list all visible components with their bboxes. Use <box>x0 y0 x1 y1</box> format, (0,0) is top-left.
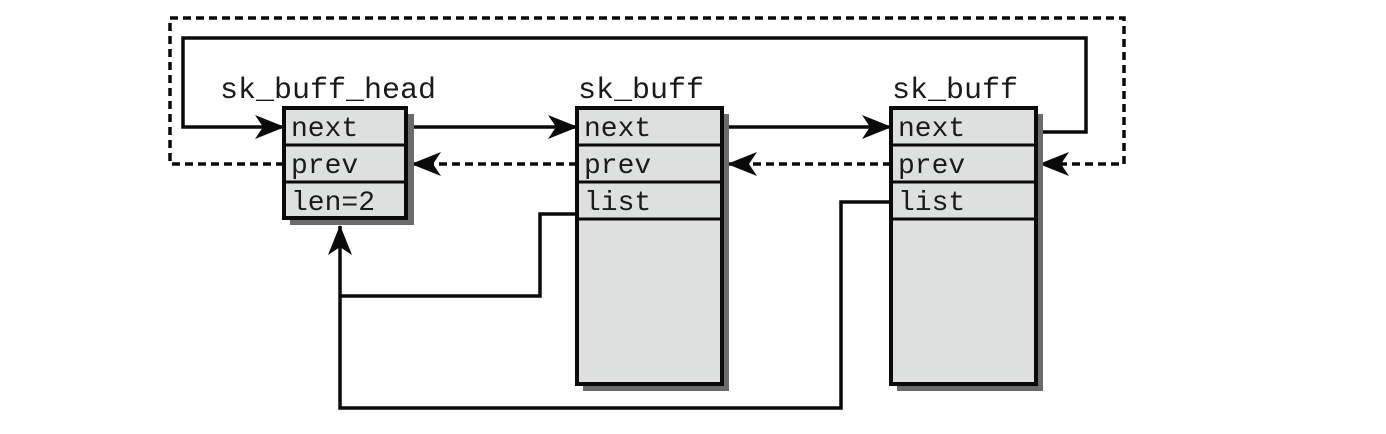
field-len: len=2 <box>291 188 375 219</box>
link-skb2-next-to-head-next <box>181 36 1088 139</box>
field-list: list <box>898 188 965 219</box>
field-next: next <box>291 114 358 145</box>
struct-title: sk_buff <box>578 74 704 108</box>
struct-title: sk_buff_head <box>220 74 436 108</box>
field-prev: prev <box>584 151 651 182</box>
link-head-prev-to-skb2-prev <box>168 16 1126 176</box>
field-prev: prev <box>898 151 965 182</box>
struct-title: sk_buff <box>892 74 1018 108</box>
struct-sk-buff-2: sk_buff next prev list <box>889 74 1043 391</box>
field-list: list <box>584 188 651 219</box>
field-next: next <box>898 114 965 145</box>
link-skb1-list-to-head <box>340 212 577 298</box>
struct-box <box>282 106 408 220</box>
link-skb2-list-to-head <box>328 200 891 410</box>
struct-box <box>575 106 724 386</box>
struct-sk-buff-1: sk_buff next prev list <box>575 74 729 391</box>
field-prev: prev <box>291 151 358 182</box>
struct-box <box>889 106 1038 386</box>
struct-sk-buff-head: sk_buff_head next prev len=2 <box>220 74 436 225</box>
field-next: next <box>584 114 651 145</box>
